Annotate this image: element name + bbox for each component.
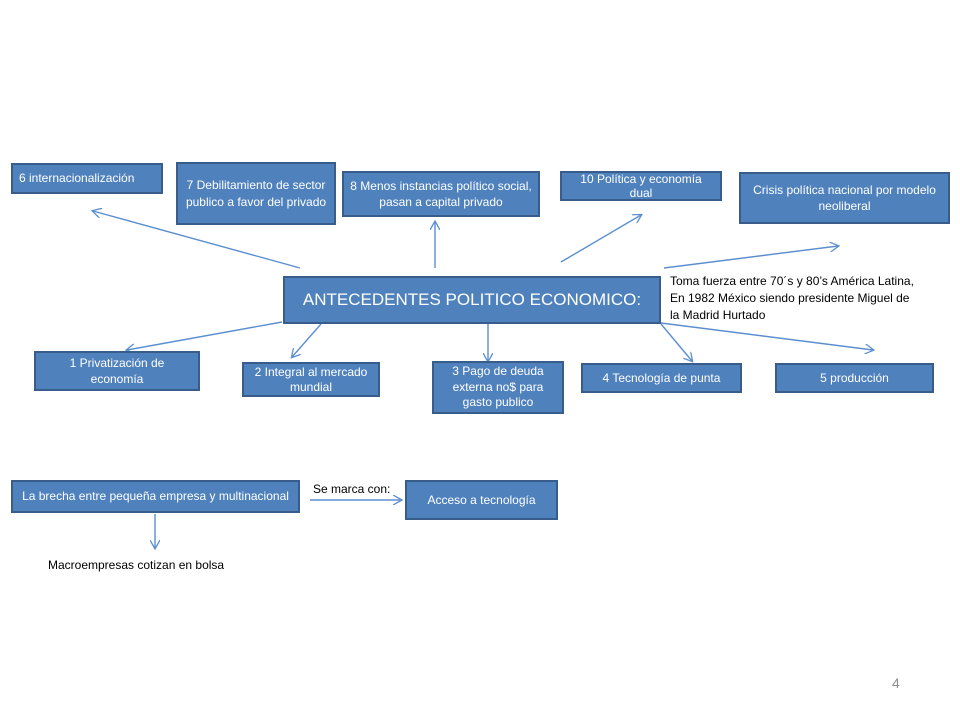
node-integral-mercado-mundial: 2 Integral al mercado mundial	[242, 362, 380, 397]
node-text: 7 Debilitamiento de sector publico a fav…	[185, 178, 327, 209]
node-text: 1 Privatización de economía	[69, 355, 165, 386]
arrow-to-politica-dual	[560, 215, 641, 263]
arrow-to-integral	[292, 323, 322, 357]
arrow-to-produccion	[660, 322, 873, 350]
arrow-to-privatizacion	[127, 321, 283, 350]
note-line: En 1982 México siendo presidente Miguel …	[670, 290, 910, 305]
timeline-note: Toma fuerza entre 70´s y 80’s América La…	[670, 273, 955, 323]
node-text: 10 Política y economía dual	[580, 171, 702, 200]
node-privatizacion: 1 Privatización de economía	[34, 351, 200, 391]
node-pago-deuda-externa: 3 Pago de deuda externa no$ para gasto p…	[432, 361, 564, 414]
node-produccion: 5 producción	[775, 363, 934, 393]
arrow-to-internacionalizacion	[93, 211, 301, 269]
node-text: 8 Menos instancias político social, pasa…	[350, 178, 532, 209]
node-text: 2 Integral al mercado mundial	[254, 365, 368, 394]
node-text: La brecha entre pequeña empresa y multin…	[22, 489, 289, 503]
page-number: 4	[892, 675, 900, 691]
result-label: Macroempresas cotizan en bolsa	[48, 558, 225, 572]
node-text: 4 Tecnología de punta	[602, 370, 721, 385]
node-text: Crisis política nacional por modelo neol…	[753, 182, 936, 213]
central-node-text: ANTECEDENTES POLITICO ECONOMICO:	[302, 289, 642, 309]
arrow-to-crisis-politica	[663, 246, 838, 269]
arrow-to-tecnologia-punta	[660, 323, 692, 361]
node-internacionalizacion: 6 internacionalización	[11, 163, 163, 194]
node-brecha-empresas: La brecha entre pequeña empresa y multin…	[11, 480, 300, 513]
central-node: ANTECEDENTES POLITICO ECONOMICO:	[283, 276, 661, 324]
node-tecnologia-punta: 4 Tecnología de punta	[581, 363, 742, 393]
connector-label: Se marca con:	[313, 482, 391, 496]
note-line: Toma fuerza entre 70´s y 80’s América La…	[670, 274, 914, 288]
node-text: 5 producción	[820, 370, 889, 385]
node-text: 3 Pago de deuda externa no$ para gasto p…	[452, 364, 544, 410]
node-crisis-politica-nacional: Crisis política nacional por modelo neol…	[739, 172, 950, 224]
note-line: la Madrid Hurtado	[670, 307, 766, 322]
node-politica-economia-dual: 10 Política y economía dual	[560, 171, 722, 201]
node-text: Acceso a tecnología	[427, 492, 536, 507]
node-acceso-tecnologia: Acceso a tecnología	[405, 480, 558, 520]
node-text: 6 internacionalización	[19, 171, 135, 186]
node-debilitamiento-sector-publico: 7 Debilitamiento de sector publico a fav…	[176, 162, 336, 225]
node-menos-instancias: 8 Menos instancias político social, pasa…	[342, 171, 540, 217]
